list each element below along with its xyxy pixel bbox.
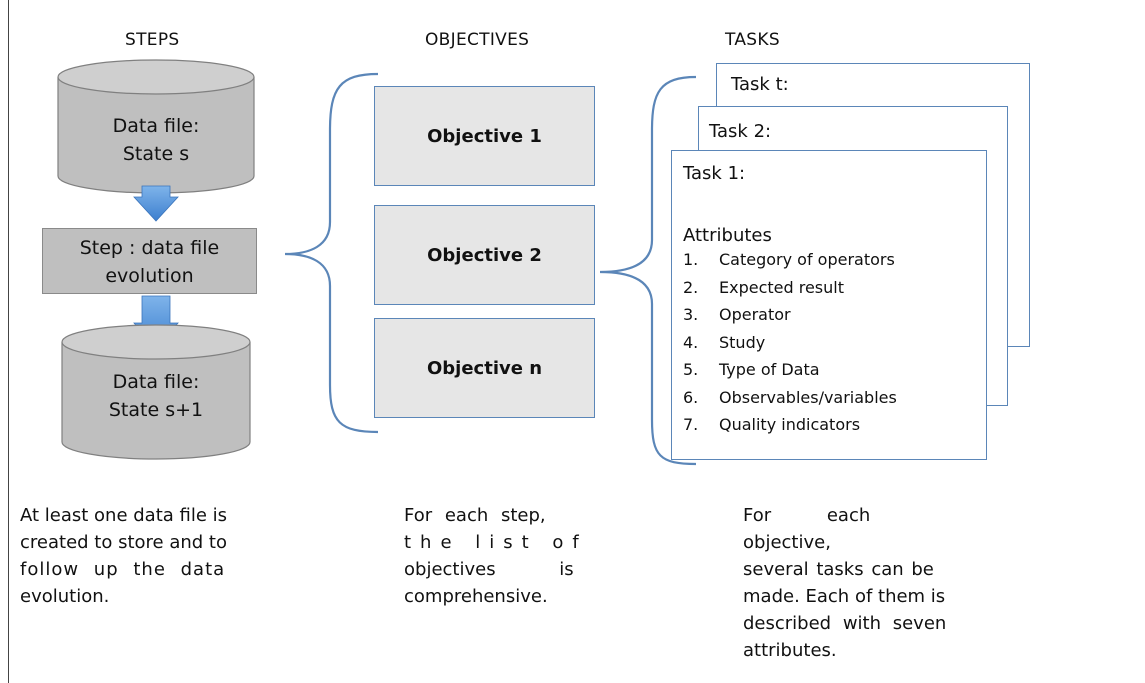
objective-label: Objective 1	[427, 125, 542, 147]
objective-label: Objective n	[426, 357, 543, 379]
attribute-label: Quality indicators	[719, 415, 861, 434]
steps-note: At least one data file is created to sto…	[20, 502, 280, 610]
task-card-1: Task 1: Attributes 1. Category of operato…	[671, 150, 987, 460]
left-brace-tasks	[599, 75, 697, 466]
tasks-header: TASKS	[725, 30, 780, 50]
attributes-title: Attributes	[683, 225, 772, 246]
attribute-item: 6. Observables/variables	[683, 384, 983, 412]
attribute-number: 3.	[683, 305, 699, 324]
attribute-item: 4. Study	[683, 329, 983, 357]
attribute-item: 7. Quality indicators	[683, 411, 983, 439]
steps-header: STEPS	[125, 30, 180, 50]
data-file-top-line1: Data file:	[112, 115, 200, 137]
attribute-item: 2. Expected result	[683, 274, 983, 302]
tasks-note: For each objective, several tasks can be…	[743, 502, 1003, 664]
left-brace-objectives	[284, 72, 379, 434]
tasks-note-line: described with seven	[743, 613, 947, 634]
tasks-note-line: made. Each of them is	[743, 586, 946, 607]
step-label-line1: Step : data file	[79, 237, 220, 259]
attribute-label: Category of operators	[719, 250, 895, 269]
tasks-note-line: several tasks can be	[743, 559, 934, 580]
tasks-note-line: For each objective,	[743, 505, 871, 553]
objectives-note-line: comprehensive.	[404, 586, 548, 607]
attributes-list: 1. Category of operators 2. Expected resul…	[683, 246, 983, 439]
attribute-number: 5.	[683, 360, 699, 379]
objective-label: Objective 2	[427, 244, 542, 266]
attribute-item: 3. Operator	[683, 301, 983, 329]
steps-note-line: At least one data file is	[20, 505, 228, 526]
attribute-number: 1.	[683, 250, 699, 269]
data-file-top-label: Data file: State s	[58, 112, 254, 168]
task-card-title: Task t:	[731, 74, 789, 95]
step-data-file-evolution-box: Step : data file evolution	[42, 228, 257, 294]
tasks-note-line: attributes.	[743, 640, 837, 661]
objectives-note-line: objectives is	[404, 559, 574, 580]
task-card-title: Task 1:	[683, 163, 746, 184]
down-arrow-icon	[133, 185, 179, 222]
objectives-header: OBJECTIVES	[425, 30, 530, 50]
data-file-cylinder-bottom	[61, 324, 251, 460]
steps-note-line: follow up the data	[20, 559, 226, 580]
attribute-number: 4.	[683, 332, 699, 352]
attribute-label: Expected result	[719, 277, 844, 297]
objective-box-1: Objective 1	[374, 86, 595, 186]
attribute-number: 7.	[683, 415, 699, 434]
objectives-note-line: For each step,	[404, 505, 546, 526]
attribute-label: Study	[719, 332, 766, 352]
attribute-number: 6.	[683, 387, 699, 407]
attribute-label: Observables/variables	[719, 387, 897, 407]
objective-box-n: Objective n	[374, 318, 595, 418]
steps-note-line: created to store and to	[20, 532, 227, 553]
attribute-label: Type of Data	[719, 360, 820, 379]
attribute-item: 1. Category of operators	[683, 246, 983, 274]
data-file-bottom-line1: Data file:	[112, 371, 200, 393]
left-border-line	[8, 0, 9, 683]
attribute-label: Operator	[719, 305, 791, 324]
attribute-number: 2.	[683, 277, 699, 297]
objective-box-2: Objective 2	[374, 205, 595, 305]
data-file-bottom-line2: State s+1	[108, 399, 204, 421]
data-file-top-line2: State s	[122, 143, 190, 165]
attributes-section: Attributes 1. Category of operators 2. Exp…	[683, 225, 983, 439]
objectives-note-line: the list of	[404, 532, 588, 553]
task-card-title: Task 2:	[709, 121, 772, 142]
data-file-bottom-label: Data file: State s+1	[62, 368, 250, 424]
attribute-item: 5. Type of Data	[683, 356, 983, 384]
steps-note-line: evolution.	[20, 586, 110, 607]
step-label-line2: evolution	[105, 265, 194, 287]
objectives-note: For each step, the list of objectives is…	[404, 502, 590, 610]
data-file-cylinder-top	[57, 59, 255, 194]
